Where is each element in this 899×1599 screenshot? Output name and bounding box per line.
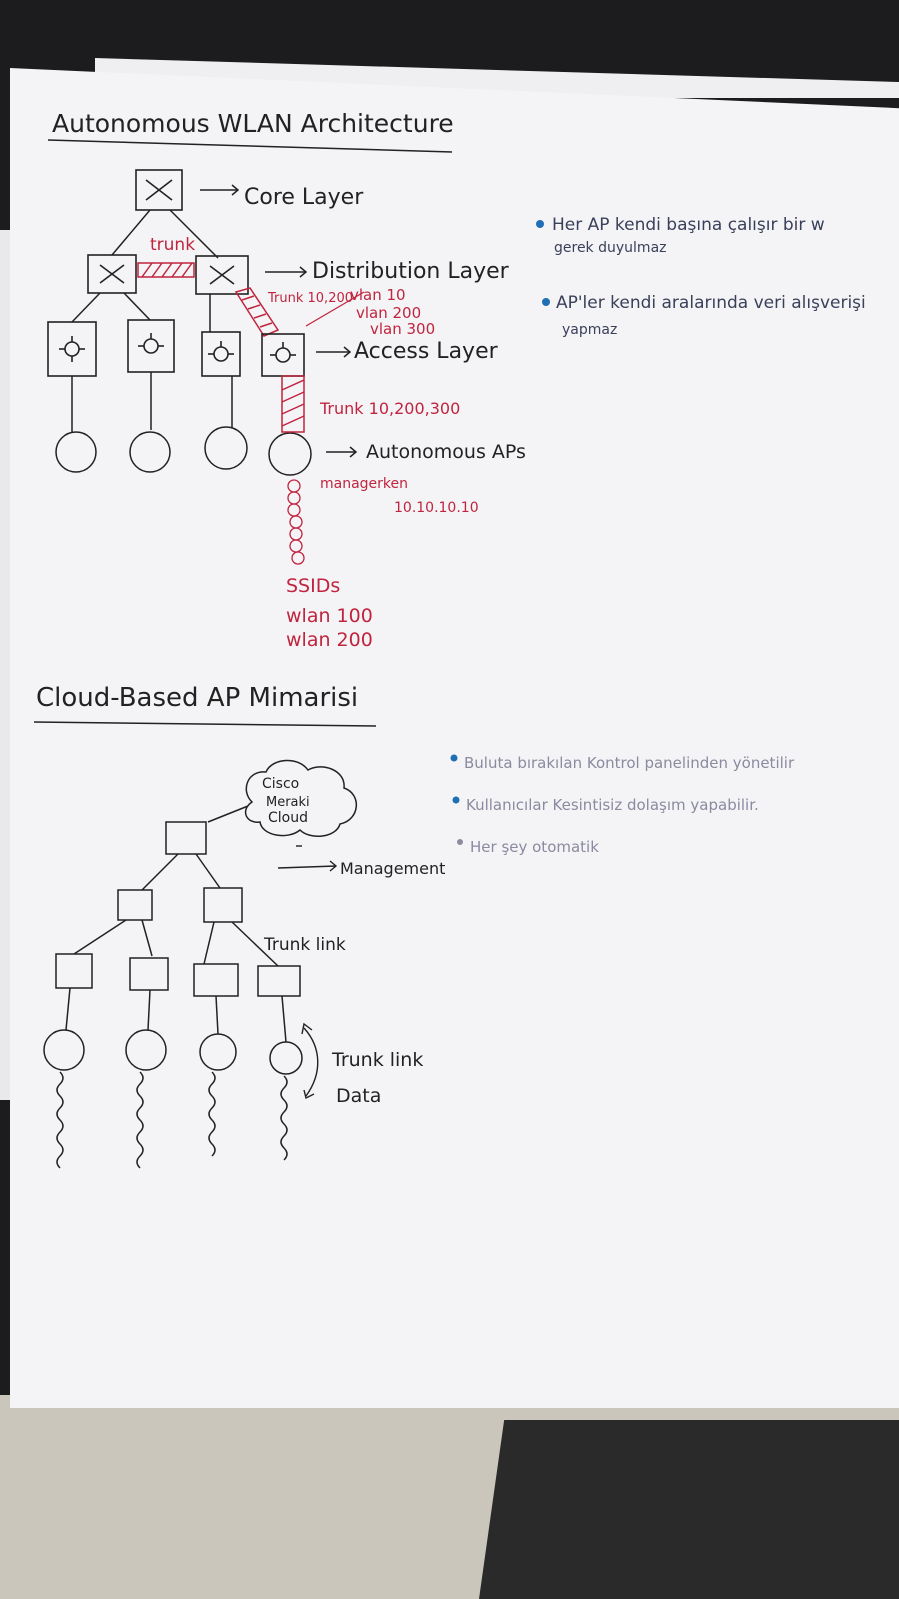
note3: Buluta bırakılan Kontrol panelinden yöne… [464, 754, 795, 772]
note2-line2: yapmaz [562, 322, 617, 338]
red-trunk-hatch [137, 262, 195, 278]
bullet-dot [536, 220, 544, 228]
ssids-label: SSIDs [286, 575, 340, 597]
cloud-label-cisco: Cisco [262, 776, 299, 792]
red-wireless-coil [287, 479, 305, 565]
note5: Her şey otomatik [470, 838, 599, 856]
vlan10-label: vlan 10 [350, 286, 406, 304]
manager-label: managerken [320, 476, 408, 492]
paper-sheet [10, 68, 899, 1408]
wlan100-label: wlan 100 [286, 605, 373, 627]
bullet-dot [450, 754, 458, 762]
ap-circle [55, 431, 97, 473]
trunk-ap-label: Trunk 10,200,300 [319, 399, 460, 418]
vlan200-label: vlan 200 [356, 304, 421, 322]
ip-label: 10.10.10.10 [394, 500, 479, 516]
data-label: Data [336, 1085, 381, 1107]
red-trunk-hatch-ap [281, 375, 305, 433]
access-layer-label: Access Layer [354, 339, 499, 364]
vlan300-label: vlan 300 [370, 320, 435, 338]
access-switch-icon [47, 319, 305, 377]
trunk-link2-label: Trunk link [331, 1049, 423, 1071]
red-trunk-hatch-dist [234, 287, 280, 337]
distribution-switch-icon [87, 254, 249, 295]
section2-title: Cloud-Based AP Mimarisi [36, 683, 358, 713]
bullet-dot [452, 796, 460, 804]
trunk-dist-label: Trunk 10,200 [267, 291, 353, 306]
title2-underline [33, 721, 377, 727]
section1-title: Autonomous WLAN Architecture [52, 109, 454, 138]
note2-line1: AP'ler kendi aralarında veri alışverişi [556, 293, 866, 313]
core-switch-icon [135, 169, 183, 211]
bullet-dot [542, 298, 550, 306]
cloud-switch-tree [43, 805, 303, 1169]
note1-line1: Her AP kendi başına çalışır bir w [552, 215, 825, 235]
distribution-layer-label: Distribution Layer [312, 259, 510, 284]
trunk-label: trunk [150, 235, 195, 255]
cloud-label-meraki: Meraki [266, 795, 310, 810]
autonomous-label: Autonomous APs [366, 441, 526, 463]
red-slash [305, 291, 365, 327]
ap-circle [204, 426, 248, 470]
trunk-link-label: Trunk link [263, 935, 346, 955]
ap-circle [268, 432, 312, 476]
wlan200-label: wlan 200 [286, 629, 373, 651]
bullet-dot [457, 839, 463, 845]
cloud-label-cloud: Cloud [268, 810, 308, 826]
cloud-icon [244, 759, 358, 837]
note1-line2: gerek duyulmaz [554, 240, 667, 256]
core-layer-label: Core Layer [244, 185, 364, 210]
note4: Kullanıcılar Kesintisiz dolaşım yapabili… [466, 796, 759, 814]
ap-circle [129, 431, 171, 473]
title-underline [47, 139, 453, 153]
management-label: Management [340, 859, 445, 878]
